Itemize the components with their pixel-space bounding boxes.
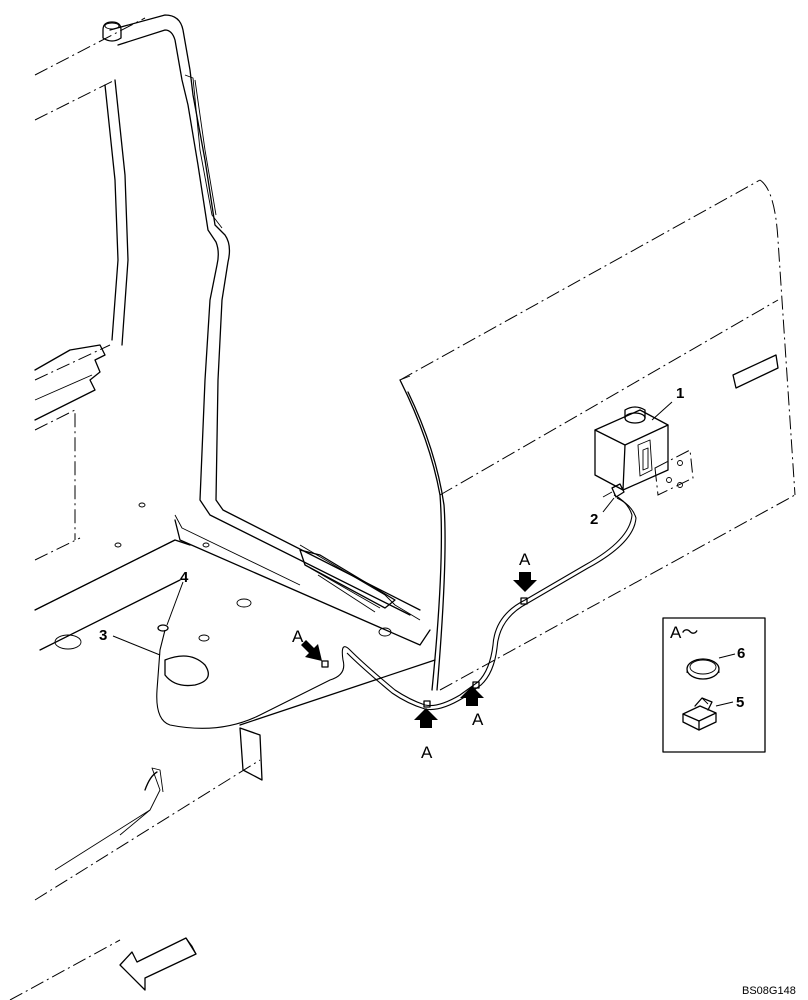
direction-arrow-icon (119, 937, 197, 991)
marker-arrow-icon (301, 572, 537, 728)
callout-2: 2 (590, 511, 598, 528)
hose-clamp-icon (686, 658, 720, 680)
washer-tank-icon (594, 406, 669, 498)
washer-hose (156, 494, 637, 729)
cab-frame (9, 14, 436, 1000)
callout-1: 1 (676, 385, 684, 402)
detail-marker-a: A (472, 710, 484, 729)
callout-5: 5 (736, 694, 744, 711)
callout-6: 6 (737, 645, 745, 662)
callout-4: 4 (180, 569, 189, 586)
clip-icon (682, 697, 717, 731)
detail-marker-a: A (292, 627, 304, 646)
side-panel (399, 179, 796, 691)
detail-marker-a: A (421, 743, 433, 762)
detail-marker-a: A (519, 550, 531, 569)
callout-3: 3 (99, 627, 107, 644)
legend-title: A～ (670, 623, 698, 642)
detail-legend: A～ 6 5 (662, 617, 766, 753)
callout-leaders (112, 401, 673, 656)
drawing-id: BS08G148 (742, 985, 796, 997)
